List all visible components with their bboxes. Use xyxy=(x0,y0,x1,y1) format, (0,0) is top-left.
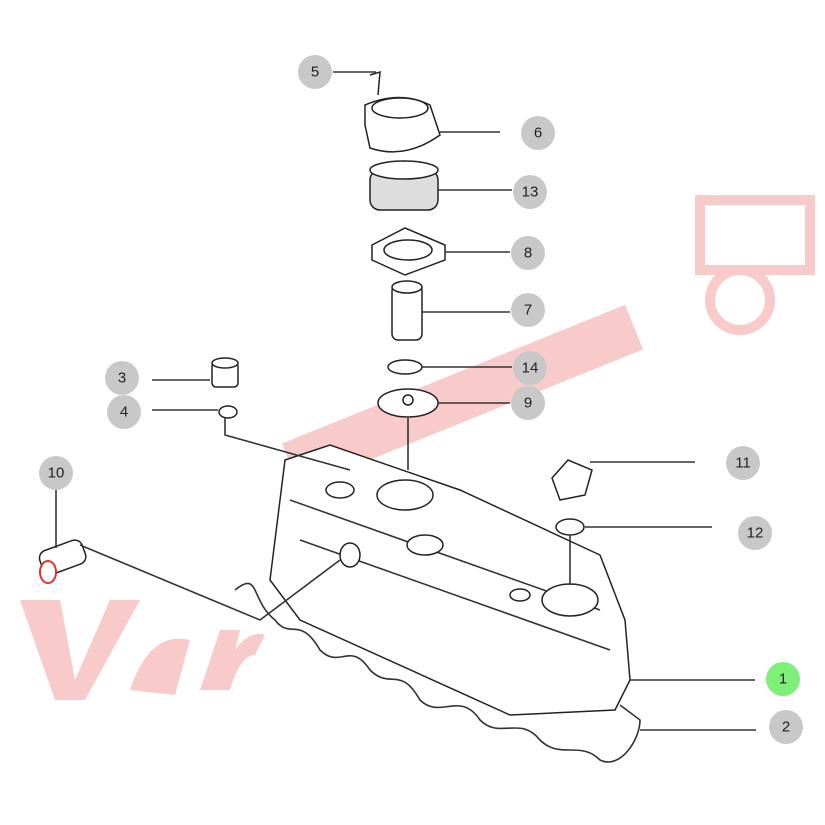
washer-part xyxy=(218,405,238,419)
tractor-logo-icon xyxy=(695,195,815,335)
callout-label: 7 xyxy=(524,302,532,319)
callout-6[interactable]: 6 xyxy=(521,116,555,150)
filter-element-part xyxy=(369,160,439,211)
gasket-part xyxy=(234,582,641,763)
leader-lines xyxy=(55,71,756,731)
plug-part xyxy=(211,357,239,388)
watermark-logo xyxy=(20,195,815,700)
callout-8[interactable]: 8 xyxy=(511,236,545,270)
dowel-part xyxy=(38,539,87,584)
callout-label: 13 xyxy=(522,184,539,201)
callout-label: 6 xyxy=(534,125,542,142)
callout-label: 5 xyxy=(311,64,319,81)
oil-cap-gasket-part xyxy=(555,518,585,536)
pipe-part xyxy=(391,280,423,341)
callout-label: 11 xyxy=(735,455,751,472)
callout-1-highlighted[interactable]: 1 xyxy=(766,662,800,696)
o-ring-part xyxy=(387,359,423,375)
callout-label: 1 xyxy=(779,671,787,688)
callout-label: 10 xyxy=(48,465,65,482)
callout-11[interactable]: 11 xyxy=(726,446,760,480)
plate-part xyxy=(371,227,446,276)
callout-label: 4 xyxy=(120,404,128,421)
callout-label: 9 xyxy=(524,395,532,412)
callout-3[interactable]: 3 xyxy=(105,361,139,395)
callout-label: 2 xyxy=(782,719,790,736)
callout-14[interactable]: 14 xyxy=(513,351,547,385)
valve-part xyxy=(377,388,439,418)
callout-12[interactable]: 12 xyxy=(738,516,772,550)
callout-13[interactable]: 13 xyxy=(513,175,547,209)
callout-4[interactable]: 4 xyxy=(107,395,141,429)
oil-cap-part xyxy=(551,459,593,501)
callout-label: 8 xyxy=(524,245,532,262)
callout-7[interactable]: 7 xyxy=(511,293,545,327)
callout-10[interactable]: 10 xyxy=(39,456,73,490)
callout-9[interactable]: 9 xyxy=(511,386,545,420)
callout-label: 12 xyxy=(747,525,764,542)
callout-label: 3 xyxy=(118,370,126,387)
cap-part xyxy=(364,96,441,153)
callout-5[interactable]: 5 xyxy=(298,55,332,89)
screw-part xyxy=(369,70,381,96)
callout-2[interactable]: 2 xyxy=(769,710,803,744)
callout-label: 14 xyxy=(522,360,539,377)
